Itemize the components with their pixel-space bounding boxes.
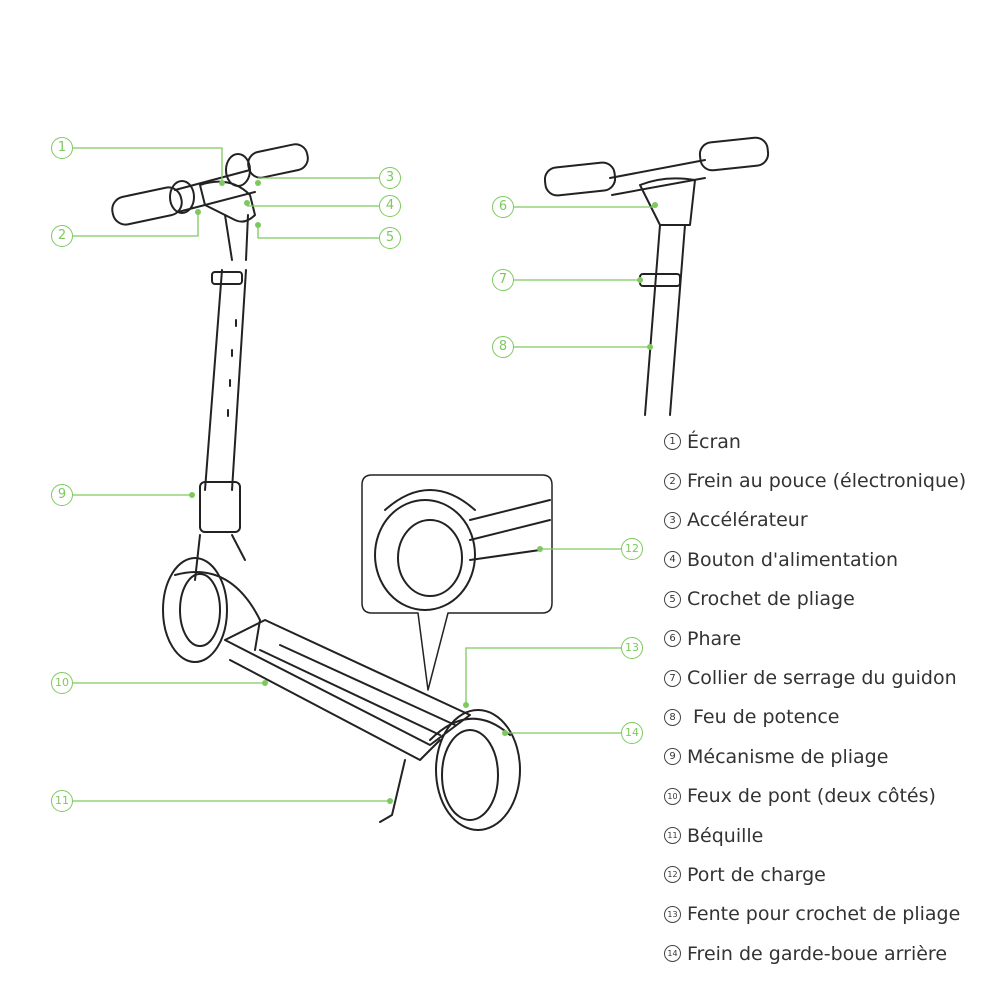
- callout-5: 5: [379, 227, 401, 249]
- legend-label: Port de charge: [687, 863, 826, 886]
- legend-label: Mécanisme de pliage: [687, 745, 889, 768]
- legend-label: Feu de potence: [687, 706, 840, 729]
- legend-number: 5: [664, 590, 681, 608]
- callout-12: 12: [621, 538, 643, 560]
- legend-number: 1: [664, 433, 681, 451]
- callout-9: 9: [51, 484, 73, 506]
- legend-label: Accélérateur: [687, 509, 808, 532]
- right-grip: [247, 143, 309, 179]
- callout-4: 4: [379, 195, 401, 217]
- legend-label: Collier de serrage du guidon: [687, 667, 957, 690]
- legend-number: 9: [664, 748, 681, 766]
- detail-inset: [361, 474, 553, 691]
- callout-1: 1: [51, 137, 73, 159]
- legend-item: 13 Fente pour crochet de pliage: [664, 895, 966, 934]
- legend-label: Bouton d'alimentation: [687, 548, 899, 571]
- legend-number: 7: [664, 669, 681, 687]
- legend-number: 8: [664, 708, 681, 726]
- legend-item: 10 Feux de pont (deux côtés): [664, 777, 966, 816]
- callout-3: 3: [379, 167, 401, 189]
- legend-label: Fente pour crochet de pliage: [687, 903, 961, 926]
- callout-6: 6: [492, 196, 514, 218]
- callout-11: 11: [51, 790, 73, 812]
- callout-8: 8: [492, 336, 514, 358]
- legend-number: 11: [664, 827, 681, 845]
- legend-item: 11 Béquille: [664, 816, 966, 855]
- legend-item: 5 Crochet de pliage: [664, 580, 966, 619]
- legend-item: 14 Frein de garde-boue arrière: [664, 934, 966, 973]
- legend-item: 2 Frein au pouce (électronique): [664, 461, 966, 500]
- legend-item: 8 Feu de potence: [664, 698, 966, 737]
- legend-label: Feux de pont (deux côtés): [687, 785, 936, 808]
- legend-label: Béquille: [687, 824, 764, 847]
- legend-item: 4 Bouton d'alimentation: [664, 540, 966, 579]
- callout-13: 13: [621, 637, 643, 659]
- callout-7: 7: [492, 269, 514, 291]
- legend-label: Écran: [687, 430, 741, 453]
- legend-label: Frein de garde-boue arrière: [687, 942, 948, 965]
- folding-mechanism: [199, 481, 241, 533]
- legend-label: Phare: [687, 627, 742, 650]
- leader-lines: [73, 147, 655, 802]
- callout-14: 14: [621, 722, 643, 744]
- left-grip: [111, 186, 183, 226]
- legend-number: 12: [664, 866, 681, 884]
- legend-label: Frein au pouce (électronique): [687, 470, 967, 493]
- legend-number: 6: [664, 630, 681, 648]
- legend-item: 3 Accélérateur: [664, 501, 966, 540]
- legend-number: 3: [664, 511, 681, 529]
- legend-number: 13: [664, 905, 681, 923]
- legend-number: 2: [664, 472, 681, 490]
- legend-number: 14: [664, 945, 681, 963]
- legend-item: 7 Collier de serrage du guidon: [664, 658, 966, 697]
- legend-number: 10: [664, 787, 681, 805]
- legend-label: Crochet de pliage: [687, 588, 855, 611]
- callout-10: 10: [51, 672, 73, 694]
- legend-item: 6 Phare: [664, 619, 966, 658]
- legend-number: 4: [664, 551, 681, 569]
- legend-item: 9 Mécanisme de pliage: [664, 737, 966, 776]
- legend-item: 12 Port de charge: [664, 855, 966, 894]
- callout-2: 2: [51, 225, 73, 247]
- legend-item: 1 Écran: [664, 422, 966, 461]
